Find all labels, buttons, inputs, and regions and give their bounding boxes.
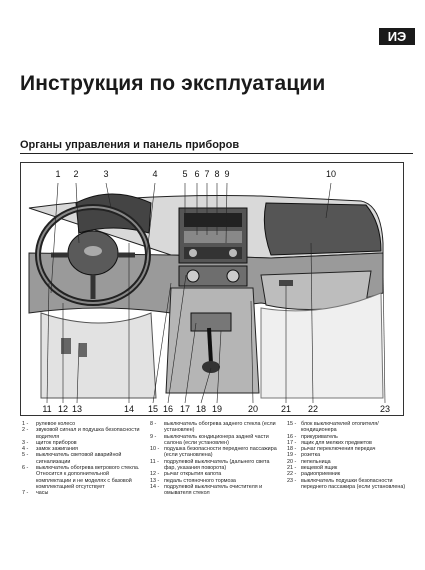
legend-item: 22 -радиоприемник	[287, 471, 341, 478]
legend-item: 13 -педаль стояночного тормоза	[150, 477, 236, 484]
section-divider	[20, 153, 413, 154]
legend-item: 14 -подрулевой выключатель очистителя и …	[150, 483, 263, 497]
callout-2: 2	[73, 169, 79, 179]
legend-column-3: 15 -блок выключателей отопителя/кондицио…	[287, 421, 407, 490]
callout-16: 16	[162, 404, 173, 414]
legend-item: 3 -щиток приборов	[22, 439, 77, 446]
section-title: Органы управления и панель приборов	[20, 139, 240, 151]
legend-item: 17 -ящик для мелких предметов	[287, 439, 372, 446]
callout-11: 11	[42, 404, 52, 414]
legend-column-1: 1 -рулевое колесо 2 -звуковой сигнал и п…	[22, 421, 140, 497]
legend-item: 18 -рычаг переключения передач	[287, 446, 376, 453]
callout-12: 12	[57, 404, 68, 414]
legend-item: 5 -выключатель световой аварийной сигнал…	[22, 452, 122, 465]
callout-4: 4	[152, 169, 158, 179]
legend-item: 2 -звуковой сигнал и подушка безопасност…	[22, 427, 140, 440]
callout-10: 10	[325, 169, 336, 179]
legend-item: 23 -выключатель подушки безопасности пер…	[287, 477, 406, 490]
page-title: Инструкция по эксплуатации	[20, 72, 326, 95]
callout-5: 5	[182, 169, 188, 179]
callout-3: 3	[103, 169, 109, 179]
callout-17: 17	[179, 404, 190, 414]
callout-8: 8	[214, 169, 220, 179]
legend-column-2: 8 -выключатель обогрева заднего стекла (…	[150, 421, 280, 497]
callout-9: 9	[224, 169, 230, 179]
legend-item: 16 -прикуриватель	[287, 433, 338, 440]
callout-14: 14	[123, 404, 134, 414]
legend-item: 19 -розетка	[287, 452, 321, 459]
callout-7: 7	[204, 169, 210, 179]
callout-22: 22	[307, 404, 318, 414]
legend-item: 6 -выключатель обогрева ветрового стекла…	[22, 465, 140, 490]
legend-item: 7 -часы	[22, 490, 49, 497]
dashboard-drawing	[28, 182, 386, 404]
legend-item: 11 -подрулевой выключатель (дальнего све…	[150, 458, 270, 472]
callout-1: 1	[55, 169, 61, 179]
legend-item: 12 -рычаг открытия капота	[150, 471, 222, 478]
callout-6: 6	[194, 169, 200, 179]
callout-18: 18	[195, 404, 206, 414]
callout-21: 21	[280, 404, 291, 414]
callout-13: 13	[71, 404, 82, 414]
callout-19: 19	[211, 404, 222, 414]
legend-item: 1 -рулевое колесо	[22, 421, 76, 427]
section-badge: ИЭ	[379, 28, 415, 45]
callout-23: 23	[379, 404, 390, 414]
callout-15: 15	[147, 404, 158, 414]
dashboard-illustration: 1 2 3 4 5 6 7 8 9 10 11 12 13 14 15 16 1…	[20, 162, 404, 416]
legend-item: 15 -блок выключателей отопителя/кондицио…	[287, 421, 379, 434]
legend-item: 20 -пепельница	[287, 458, 331, 465]
callout-20: 20	[247, 404, 258, 414]
legend-item: 21 -вещевой ящик	[287, 465, 338, 472]
legend-item: 9 -выключатель кондиционера задней части…	[150, 433, 269, 446]
legend-item: 8 -выключатель обогрева заднего стекла (…	[150, 421, 276, 434]
legend-item: 10 -подушка безопасности переднего пасса…	[150, 446, 277, 459]
legend-item: 4 -замок зажигания	[22, 446, 78, 453]
